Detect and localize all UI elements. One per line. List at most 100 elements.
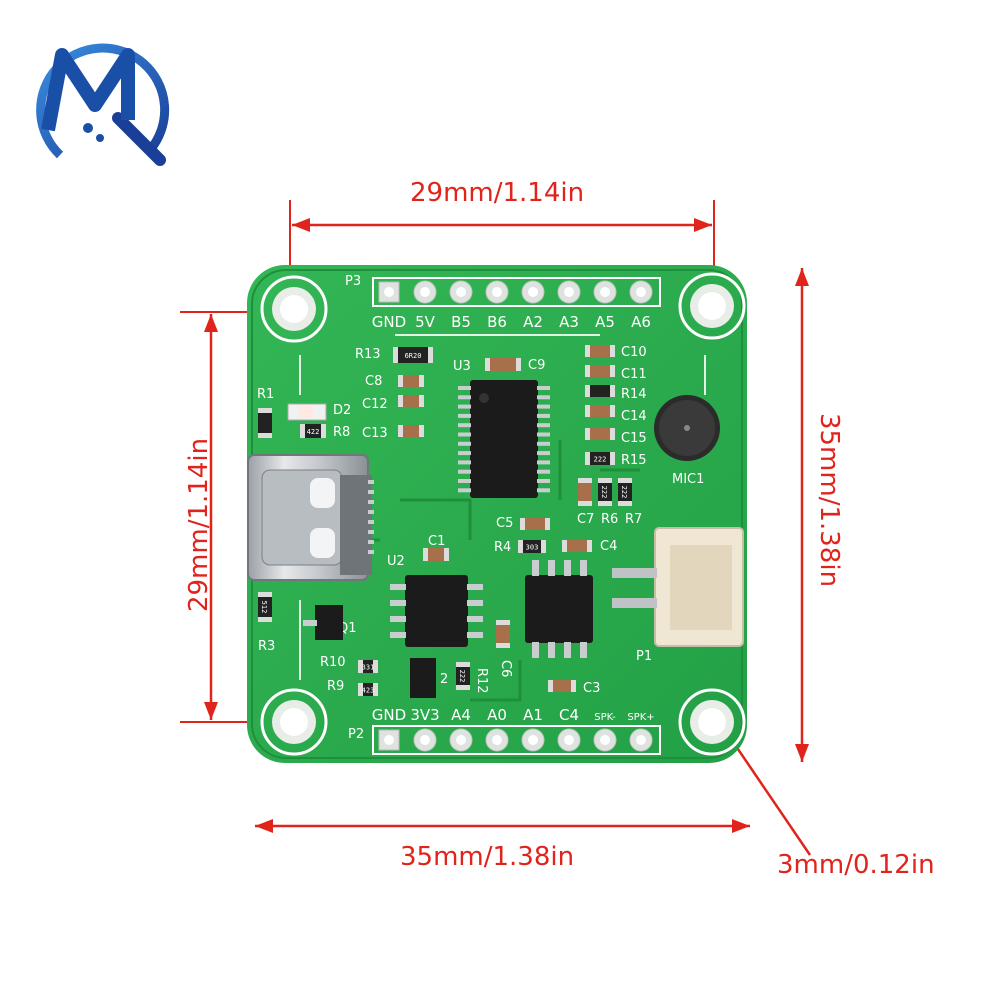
capacitor-chip (398, 375, 424, 387)
ic-pin (537, 395, 550, 400)
header-top-pin-label: A2 (523, 313, 543, 331)
transistor-q1 (303, 605, 343, 640)
designator-c14: C14 (621, 409, 647, 424)
header-top-pad-hole (456, 287, 466, 297)
header-top-pad-hole (564, 287, 574, 297)
header-top-pin-label: 5V (415, 313, 436, 331)
ic-pin (458, 432, 471, 437)
designator-r7: R7 (625, 512, 642, 527)
chip-code-label: 6R20 (405, 352, 422, 360)
resistor-chip (258, 592, 272, 622)
resistor-chip (598, 478, 612, 506)
bottom-width-label: 35mm/1.38in (400, 842, 575, 872)
header-bottom-pad-hole (600, 735, 610, 745)
ic-pin (458, 413, 471, 418)
ic-pin (537, 469, 550, 474)
resistor-chip (585, 452, 615, 465)
bottom-dimension (255, 819, 750, 833)
mounting-hole-top-right (678, 272, 746, 340)
designator-c13: C13 (362, 426, 388, 441)
ic-pin (537, 460, 550, 465)
chip-code-label: 222 (620, 486, 628, 499)
designator-r10: R10 (320, 655, 346, 670)
header-top-pad-hole (492, 287, 502, 297)
left-height-label: 29mm/1.14in (184, 437, 215, 613)
header-top-pin-label: A6 (631, 313, 651, 331)
capacitor-chip (398, 425, 424, 437)
header-top-pads (372, 277, 661, 307)
designator-r9: R9 (327, 679, 344, 694)
ic-pin (458, 441, 471, 446)
header-bottom-pads (372, 725, 661, 755)
header-bottom-pad-hole (528, 735, 538, 745)
capacitor-chip (578, 478, 592, 506)
header-top-pin-label: B6 (487, 313, 507, 331)
chip-code-label: 331 (362, 664, 375, 672)
designator-r4: R4 (494, 540, 511, 555)
ic-pin (458, 469, 471, 474)
ic-pin (467, 600, 483, 606)
designator-r12: R12 (474, 668, 489, 694)
designator-q2: 2 (440, 672, 448, 687)
microphone-icon (654, 395, 720, 461)
chip-code-label: 222 (458, 670, 466, 683)
ic-pin (458, 451, 471, 456)
designator-c3: C3 (583, 681, 600, 696)
designator-c7: C7 (577, 512, 594, 527)
ic-pin (390, 632, 406, 638)
designator-u2: U2 (387, 554, 405, 569)
ic-pin (458, 404, 471, 409)
header-top-label: P3 (345, 274, 361, 289)
resistor-chip (456, 662, 470, 690)
capacitor-chip (585, 428, 615, 440)
capacitor-chip (520, 518, 550, 530)
header-top-pad-hole (528, 287, 538, 297)
designator-c5: C5 (496, 516, 513, 531)
ic-pin (458, 395, 471, 400)
designator-p1: P1 (636, 649, 652, 664)
designator-r8: R8 (333, 425, 350, 440)
header-bottom-pad-hole (564, 735, 574, 745)
designator-r1: R1 (257, 387, 274, 402)
designator-c12: C12 (362, 397, 388, 412)
ic-pin (467, 616, 483, 622)
header-top-pin-label: GND (372, 313, 406, 331)
capacitor-chip (485, 358, 521, 371)
chip-code-label: 512 (260, 601, 268, 614)
resistor-chip (300, 424, 326, 438)
resistor-chip (258, 408, 272, 438)
ic-pin (390, 600, 406, 606)
top-width-label: 29mm/1.14in (410, 178, 585, 208)
designator-c4: C4 (600, 539, 617, 554)
designator-r14: R14 (621, 387, 647, 402)
ic-pin (458, 488, 471, 493)
ic-pin (537, 441, 550, 446)
ic-pin (537, 404, 550, 409)
ic-pin (458, 423, 471, 428)
resistor-chip (585, 385, 615, 397)
header-bottom-pad-hole (456, 735, 466, 745)
ic-pin (537, 413, 550, 418)
designator-c10: C10 (621, 345, 647, 360)
ic-u2 (390, 575, 483, 647)
header-top-pin-label: A3 (559, 313, 579, 331)
ic-pin (390, 584, 406, 590)
header-bottom-pin-label: SPK- (594, 712, 616, 723)
ic-pin (537, 423, 550, 428)
header-bottom-pin-label: A4 (451, 706, 471, 724)
chip-code-label: 303 (526, 544, 539, 552)
ic-pin (537, 488, 550, 493)
right-height-label: 35mm/1.38in (814, 412, 845, 588)
capacitor-chip (398, 395, 424, 407)
ic-pin (390, 616, 406, 622)
right-dimension (795, 268, 809, 762)
chip-code-label: 422 (307, 428, 320, 436)
header-bottom-pad-hole (492, 735, 502, 745)
capacitor-chip (423, 548, 449, 561)
capacitor-chip (548, 680, 576, 692)
transistor-q2 (410, 658, 436, 698)
header-bottom-pad-hole (636, 735, 646, 745)
capacitor-chip (585, 405, 615, 417)
